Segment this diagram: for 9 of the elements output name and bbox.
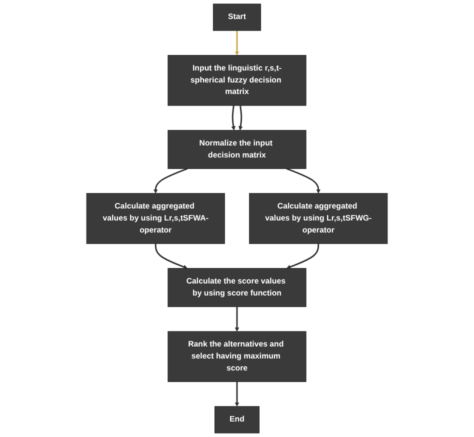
arrow xyxy=(234,306,240,332)
arrow xyxy=(153,168,188,194)
arrow xyxy=(286,168,321,194)
arrow xyxy=(234,382,240,407)
arrow xyxy=(234,30,240,56)
arrow xyxy=(286,244,320,269)
arrow xyxy=(231,105,236,130)
arrow xyxy=(238,105,243,130)
arrow xyxy=(154,244,188,269)
